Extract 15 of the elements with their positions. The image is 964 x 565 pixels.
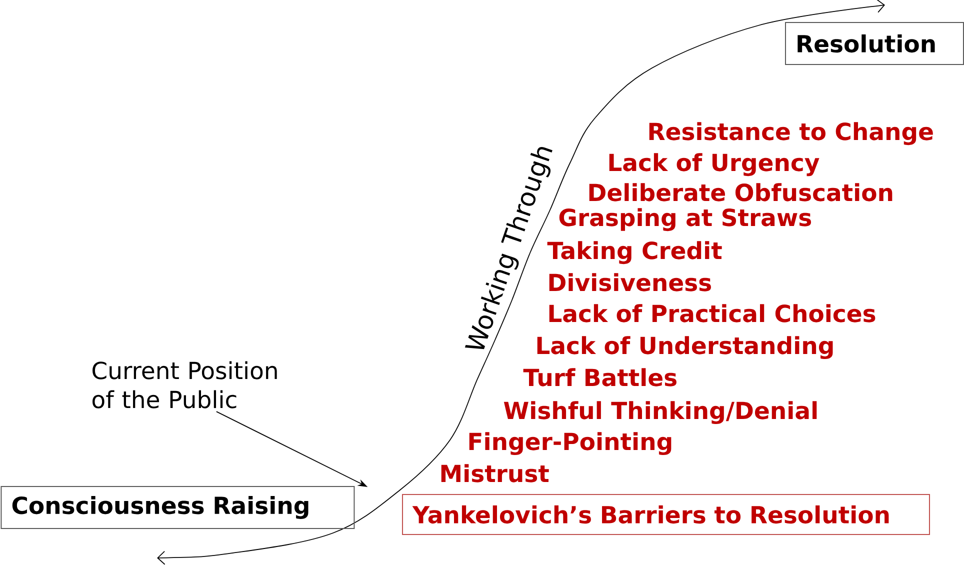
barrier-label: Grasping at Straws [559,208,811,232]
barrier-label: Turf Battles [523,368,676,386]
stage-box: Consciousness Raising [0,486,355,529]
barrier-label: Finger-Pointing [469,432,672,456]
barrier-label: Resistance to Change [649,122,933,146]
barrier-label: Lack of Urgency [609,153,820,176]
barrier-label: Divisiveness [549,273,711,292]
barrier-label: Lack of Understanding [537,336,833,360]
barrier-label: Taking Credit [547,241,722,264]
callout-text: Current Position of the Public [92,361,277,408]
barrier-label: Deliberate Obfuscation [589,183,892,202]
barrier-label: Wishful Thinking/Denial [504,401,817,424]
title-box: Yankelovich’s Barriers to Resolution [402,494,930,535]
barrier-label: Lack of Practical Choices [549,304,876,322]
stage-box: Resolution [785,22,964,65]
